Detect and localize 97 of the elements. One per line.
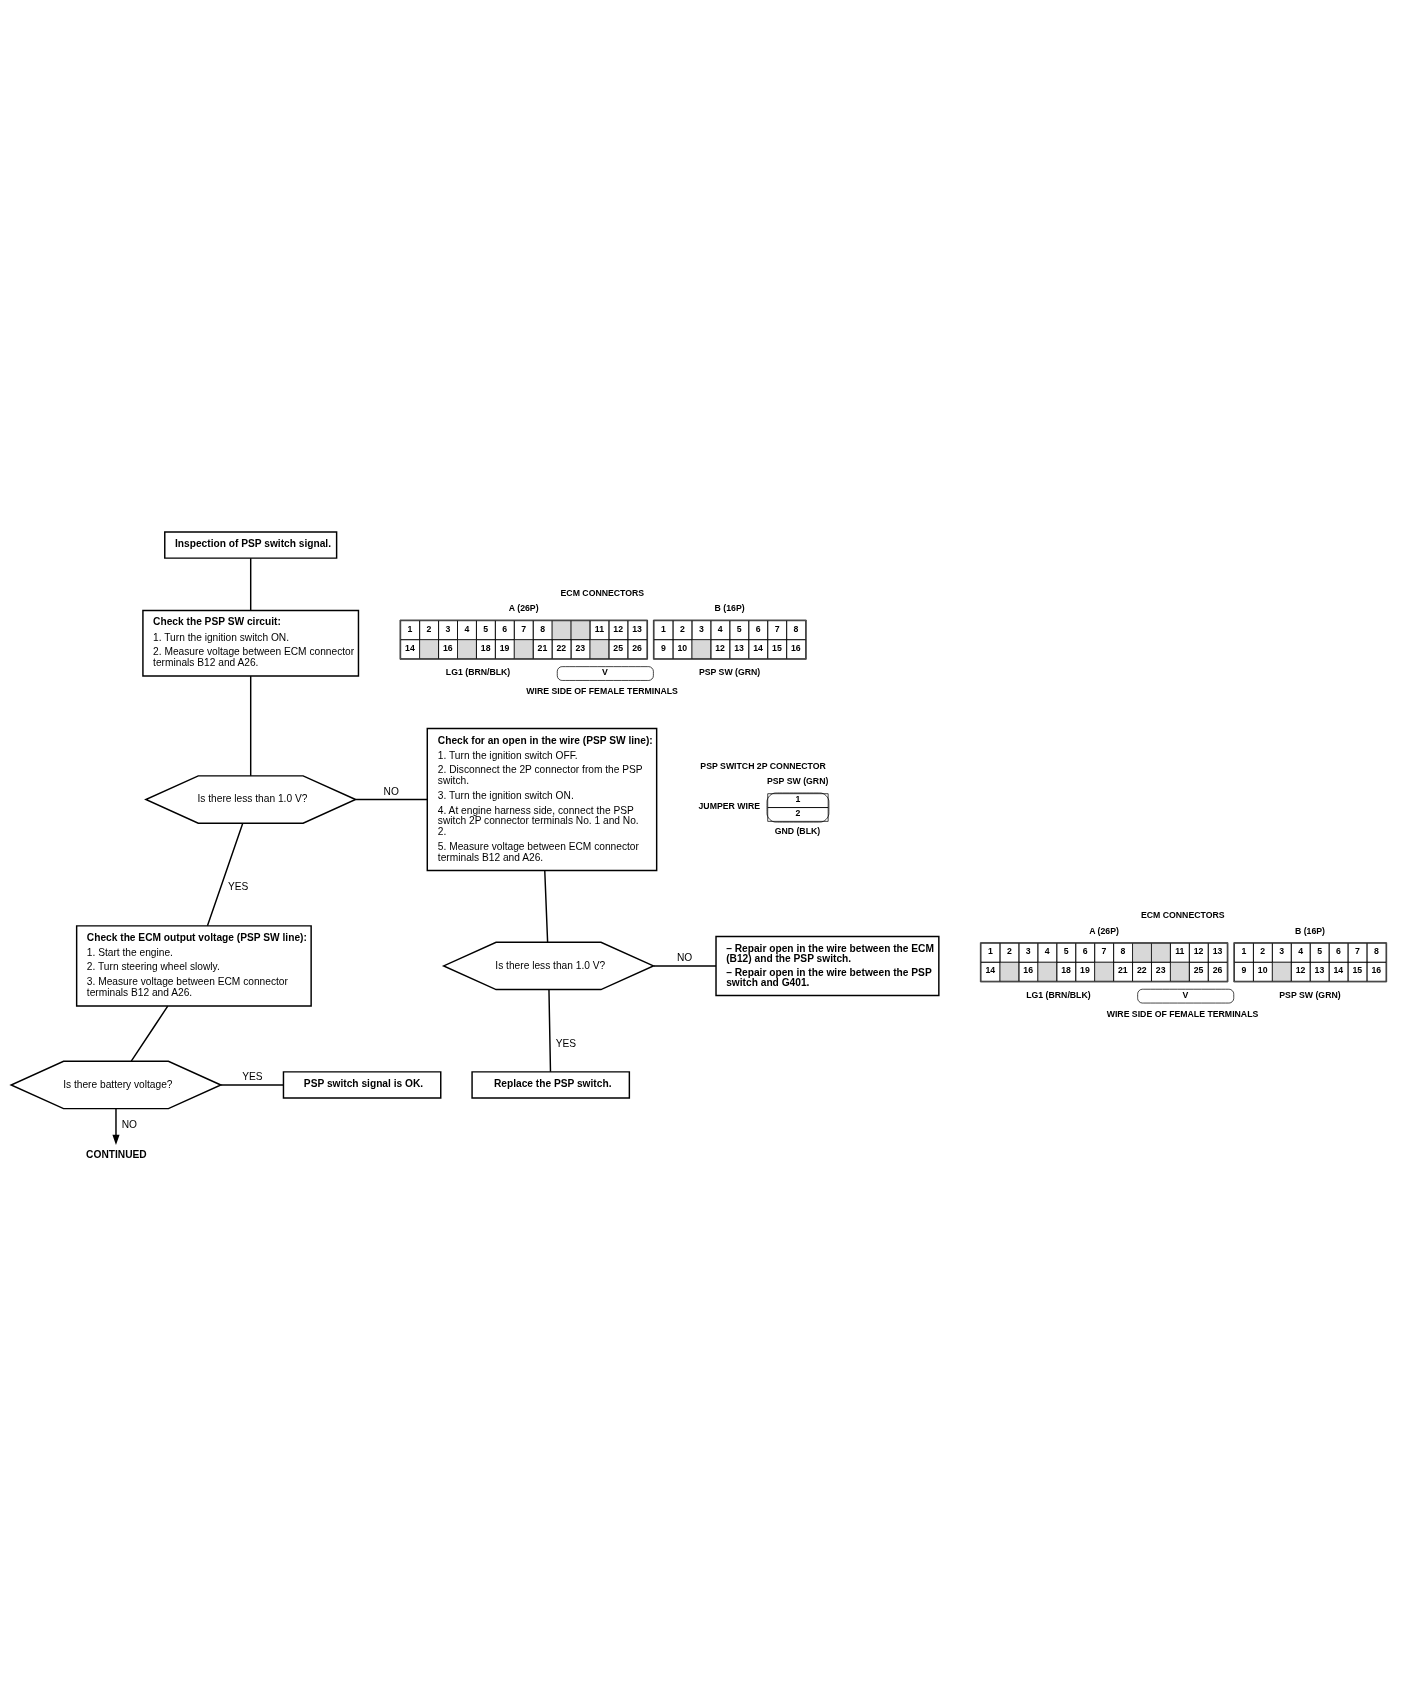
label: 5 [483,623,489,634]
label: 13 [632,623,642,634]
label: 16 [1023,964,1034,975]
label: 2 [795,807,801,818]
label: 7 [521,623,527,634]
label: 23 [575,642,586,653]
label: 11 [1175,945,1185,956]
label: 2 [1260,945,1266,956]
label: 6 [755,623,761,634]
label: 9 [1241,964,1247,975]
label: 26 [1212,964,1223,975]
label: 18 [1061,964,1071,975]
label: A (26P) [508,602,539,613]
label: 7 [774,623,780,634]
edge-label: NO [383,785,399,797]
label: PSP SWITCH 2P CONNECTOR [700,760,826,771]
label: 25 [613,642,624,653]
label: 1 [795,793,801,804]
label: 13 [1314,964,1325,975]
label: ECM CONNECTORS [1140,909,1225,920]
label: JUMPER WIRE [698,800,761,811]
label: GND (BLK) [774,825,821,836]
label: 12 [613,623,624,634]
label: 15 [772,642,782,653]
label: 10 [677,642,688,653]
label: 25 [1193,964,1204,975]
label: 1 [988,945,993,956]
label: 19 [499,642,510,653]
edge-label: YES [555,1037,577,1049]
label: A (26P) [1089,925,1119,936]
label: WIRE SIDE OF FEMALE TERMINALS [526,685,678,696]
label: 7 [1355,945,1360,956]
label: 3 [1025,945,1031,956]
label: 4 [1298,945,1304,956]
label: 8 [793,623,799,634]
label: V [1182,989,1189,1000]
label: 8 [540,623,546,634]
label: 2 [679,623,685,634]
label: 15 [1352,964,1363,975]
label: 22 [1136,964,1147,975]
label: 5 [1063,945,1069,956]
label: 14 [1333,964,1344,975]
label: 21 [537,642,548,653]
label: 3 [445,623,451,634]
label: V [602,666,608,677]
label: PSP SW (GRN) [1279,989,1341,1000]
label: 1 [407,623,413,634]
label: 2 [426,623,432,634]
label: 3 [1279,945,1285,956]
label: 18 [480,642,491,653]
node-text: CONTINUED [86,1148,147,1160]
label: 12 [1295,964,1306,975]
label: 13 [1212,945,1223,956]
label: 14 [405,642,415,653]
label: 4 [464,623,470,634]
label: 11 [594,623,604,634]
label: 2 [1006,945,1012,956]
label: WIRE SIDE OF FEMALE TERMINALS [1106,1008,1259,1019]
label: 16 [442,642,453,653]
label: 3 [698,623,704,634]
label: PSP SW (GRN) [766,775,829,786]
label: 23 [1155,964,1166,975]
label: 14 [753,642,763,653]
label: 8 [1120,945,1126,956]
label: 5 [736,623,742,634]
label: 13 [734,642,744,653]
label: B (16P) [714,602,745,613]
label: 9 [661,642,666,653]
label: ECM CONNECTORS [560,587,645,598]
edge-label: YES [227,880,249,892]
edge-label: YES [242,1070,263,1082]
label: 14 [985,964,996,975]
label: 1 [1241,945,1247,956]
edge-label: NO [676,951,693,963]
label: 12 [715,642,725,653]
label: 4 [1044,945,1050,956]
label: 4 [717,623,723,634]
label: LG1 (BRN/BLK) [1026,989,1091,1000]
label: 21 [1117,964,1128,975]
label: 19 [1080,964,1090,975]
label: 1 [661,623,666,634]
label: 8 [1373,945,1379,956]
label: 22 [556,642,567,653]
label: B (16P) [1294,925,1325,936]
label: 5 [1317,945,1322,956]
label: 26 [632,642,642,653]
label: 6 [1336,945,1341,956]
label: 10 [1257,964,1268,975]
label: PSP SW (GRN) [698,666,761,677]
label: LG1 (BRN/BLK) [445,666,511,677]
label: 6 [1082,945,1088,956]
edge-label: NO [121,1118,137,1130]
label: 16 [791,642,801,653]
label: 6 [502,623,508,634]
label: 7 [1101,945,1107,956]
label: 12 [1193,945,1204,956]
label: 16 [1371,964,1382,975]
